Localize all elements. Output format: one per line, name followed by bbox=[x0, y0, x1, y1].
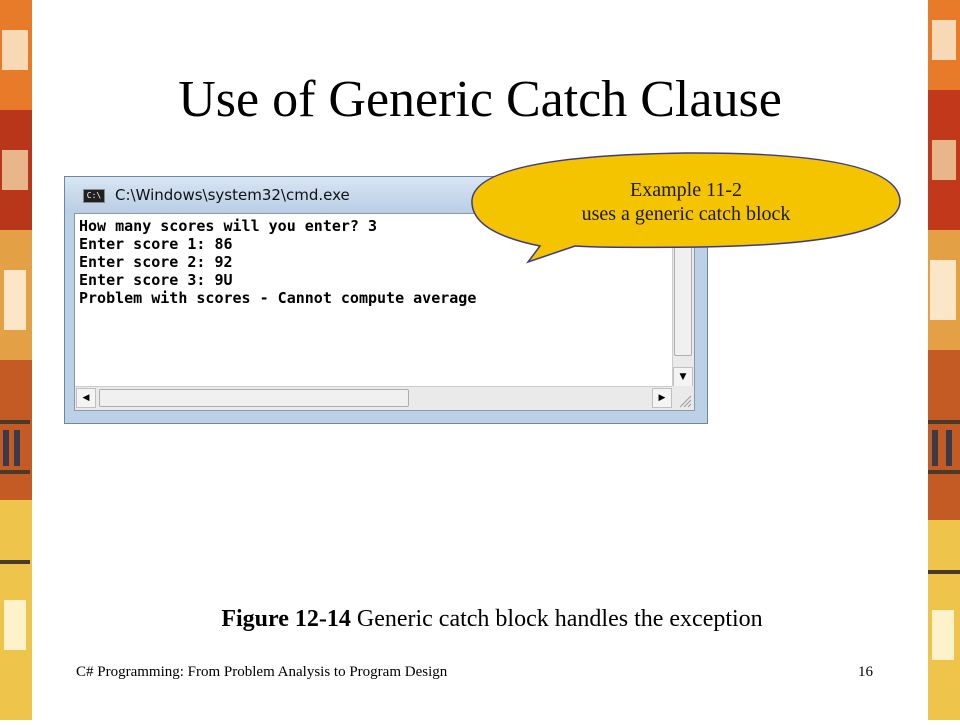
cmd-icon: C:\ bbox=[83, 189, 105, 203]
figure-caption: Figure 12-14 Generic catch block handles… bbox=[0, 606, 960, 633]
figure-caption-text: Generic catch block handles the exceptio… bbox=[350, 606, 763, 632]
vertical-scroll-thumb[interactable] bbox=[674, 236, 692, 356]
right-decorative-border bbox=[928, 0, 960, 720]
scroll-down-icon[interactable]: ▼ bbox=[673, 367, 693, 387]
scroll-left-icon[interactable]: ◀ bbox=[76, 388, 96, 408]
slide-footer: C# Programming: From Problem Analysis to… bbox=[76, 664, 448, 680]
console-line: How many scores will you enter? 3 bbox=[79, 217, 378, 235]
cmd-titlebar: C:\ C:\Windows\system32\cmd.exe bbox=[65, 177, 707, 213]
scroll-right-icon[interactable]: ▶ bbox=[652, 388, 672, 408]
cmd-window: C:\ C:\Windows\system32\cmd.exe How many… bbox=[64, 176, 708, 424]
page-number: 16 bbox=[858, 664, 873, 680]
console-line: Enter score 2: 92 bbox=[79, 253, 233, 271]
cmd-window-title: C:\Windows\system32\cmd.exe bbox=[115, 186, 350, 204]
horizontal-scrollbar[interactable]: ◀ ▶ bbox=[75, 386, 673, 410]
vertical-scrollbar[interactable]: ▲ ▼ bbox=[672, 214, 694, 387]
slide-title: Use of Generic Catch Clause bbox=[178, 71, 782, 128]
horizontal-scroll-thumb[interactable] bbox=[99, 389, 409, 407]
console-line: Problem with scores - Cannot compute ave… bbox=[79, 289, 477, 307]
scroll-up-icon[interactable]: ▲ bbox=[673, 214, 693, 234]
console-line: Enter score 1: 86 bbox=[79, 235, 233, 253]
console-line: Enter score 3: 9U bbox=[79, 271, 233, 289]
resize-grip-icon[interactable] bbox=[672, 386, 694, 410]
figure-label: Figure 12-14 bbox=[221, 606, 351, 632]
left-decorative-border bbox=[0, 0, 32, 720]
